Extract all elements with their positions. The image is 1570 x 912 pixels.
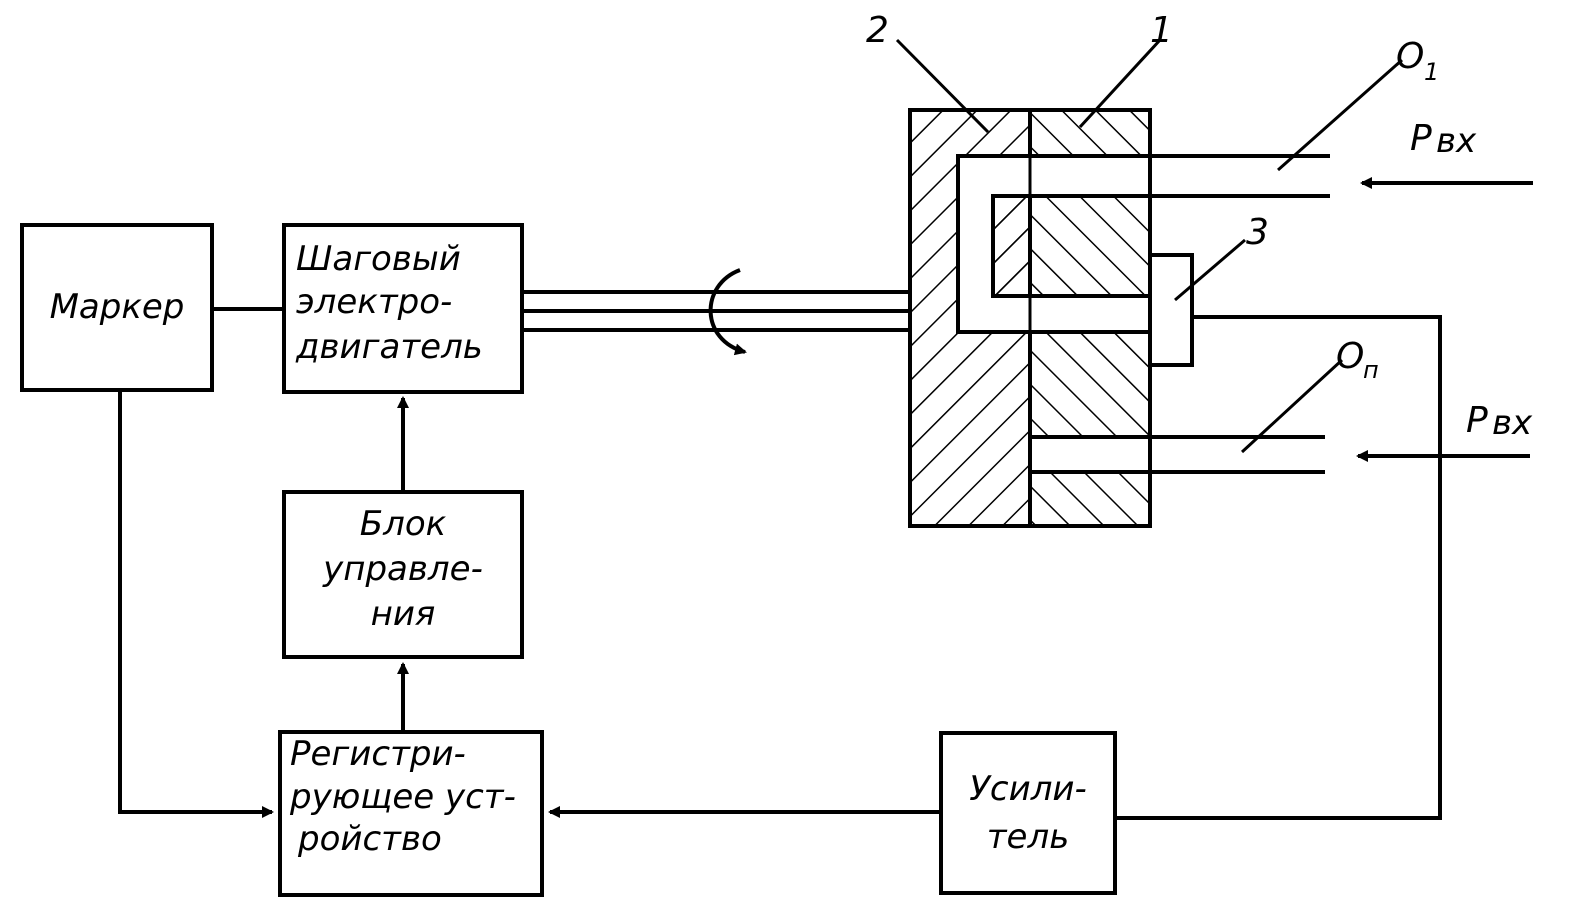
callout-2: 2 bbox=[866, 10, 889, 51]
rotation-arrow bbox=[708, 268, 747, 356]
leader-3 bbox=[1174, 238, 1246, 302]
recorder-label-1: Регистри- bbox=[290, 734, 466, 774]
control-block bbox=[282, 490, 524, 659]
amplifier-label-2: тель bbox=[987, 817, 1070, 857]
o1-subscript: 1 bbox=[1424, 58, 1439, 86]
on-subscript: п bbox=[1363, 356, 1379, 384]
control-label-2: управле- bbox=[322, 549, 483, 589]
control-label-1: Блок bbox=[360, 504, 447, 544]
motor-label-1: Шаговый bbox=[296, 239, 461, 279]
motor-label-2: электро- bbox=[296, 282, 452, 322]
callout-1: 1 bbox=[1150, 10, 1173, 51]
motor-label-3: двигатель bbox=[295, 327, 483, 367]
sensor-to-amplifier bbox=[1115, 315, 1442, 820]
channel-on bbox=[1028, 435, 1152, 474]
marker-to-recorder bbox=[118, 390, 274, 818]
leader-1 bbox=[1078, 38, 1162, 129]
rotary-distributor bbox=[908, 108, 1194, 528]
o1-label: O bbox=[1396, 36, 1424, 77]
recorder-label-3: ройство bbox=[297, 819, 442, 859]
p-in-top-subscript: вх bbox=[1436, 121, 1477, 161]
stepper-motor-block bbox=[282, 223, 524, 394]
amplifier-label-1: Усили- bbox=[969, 769, 1087, 809]
recorder-block bbox=[278, 730, 544, 897]
marker-label: Маркер bbox=[50, 287, 185, 327]
leader-o1 bbox=[1277, 58, 1403, 172]
leader-on bbox=[1240, 358, 1344, 454]
control-label-3: ния bbox=[371, 594, 436, 634]
p-in-bottom-subscript: вх bbox=[1492, 403, 1533, 443]
on-label: O bbox=[1336, 336, 1364, 377]
sensor-3 bbox=[1148, 253, 1194, 367]
callout-3: 3 bbox=[1246, 212, 1269, 253]
amplifier-block bbox=[939, 731, 1117, 895]
p-in-top-label: P bbox=[1410, 118, 1432, 159]
leader-2 bbox=[895, 38, 990, 134]
p-in-bottom-label: P bbox=[1466, 400, 1488, 441]
recorder-label-2: рующее уст- bbox=[289, 777, 516, 817]
